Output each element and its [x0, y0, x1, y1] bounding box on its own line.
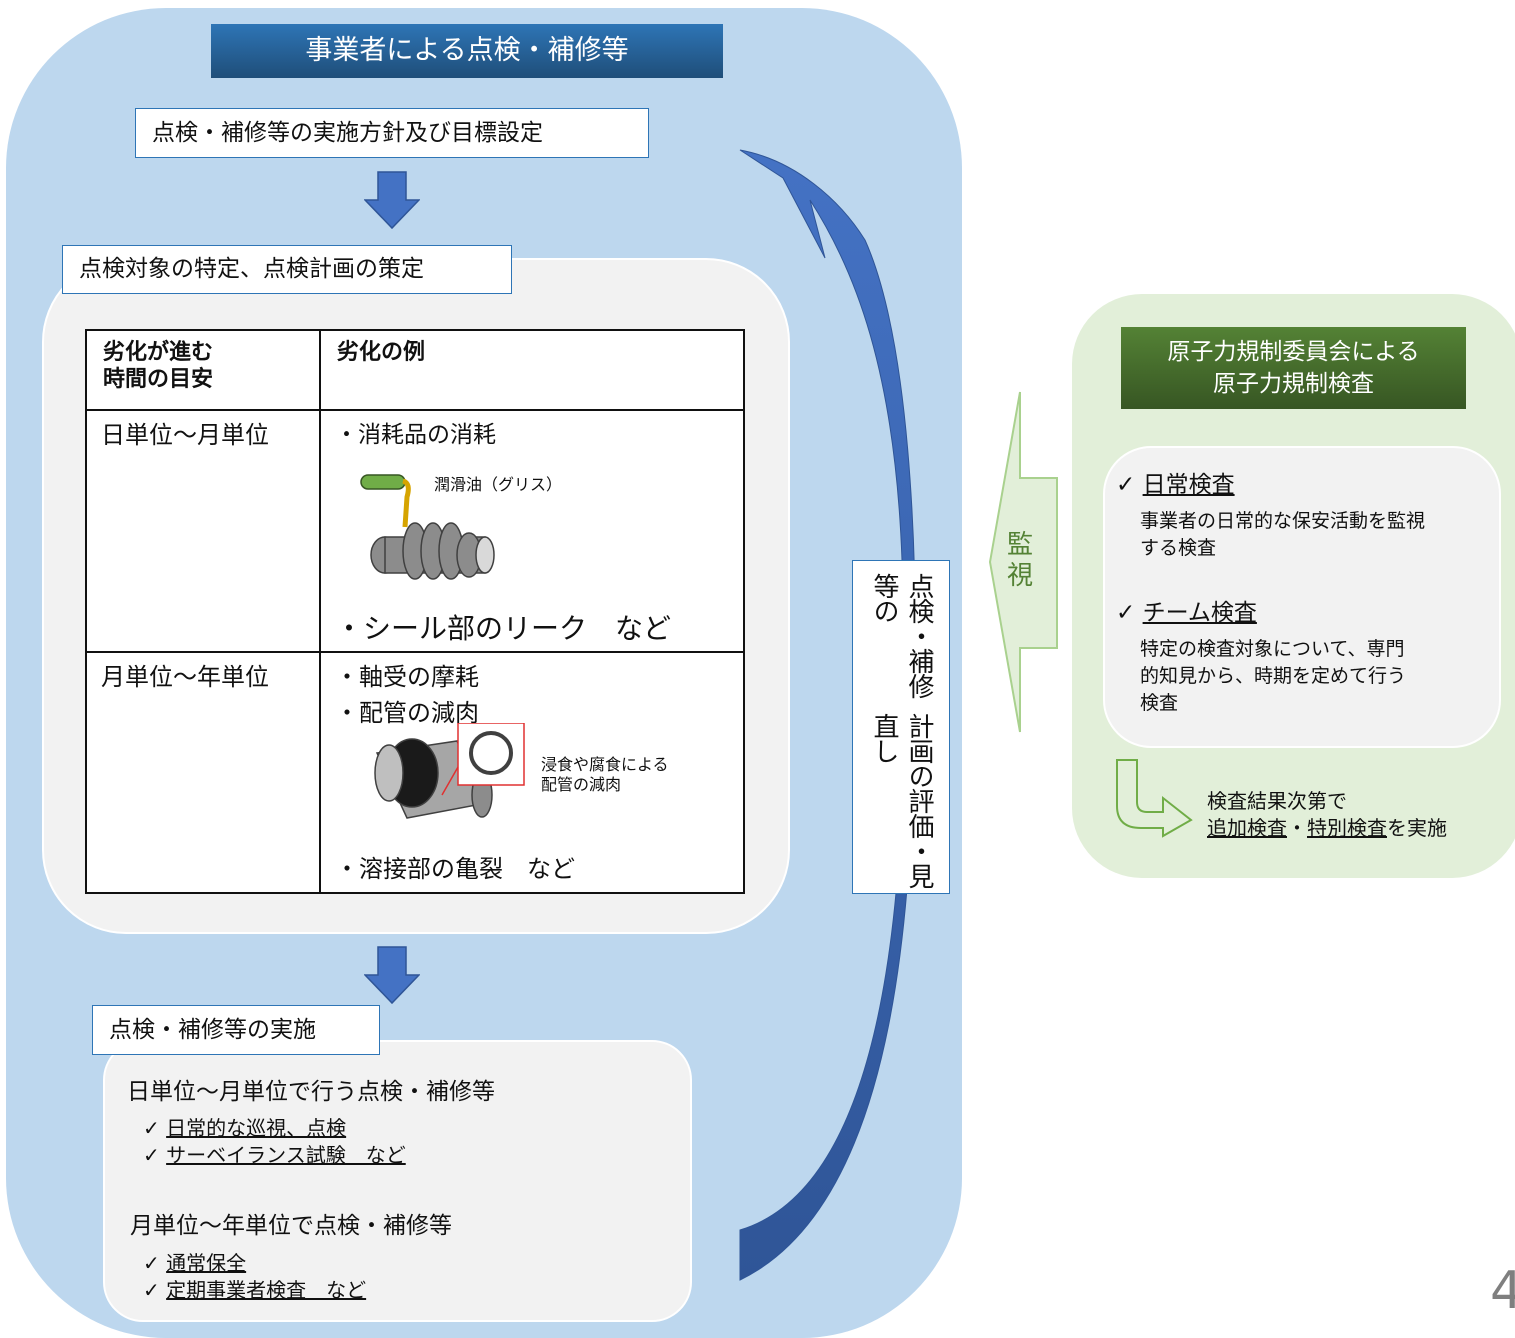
lubricant-label: 潤滑油（グリス） — [434, 475, 563, 494]
down-arrow-icon — [364, 171, 420, 230]
review-box: 点検・補修等の計画の評価・見直し — [852, 560, 950, 894]
list-item: ✓ サーベイランス試験 など — [143, 1143, 406, 1167]
inspection-item-team: ✓ チーム検査 特定の検査対象について、専門 的知見から、時期を定めて行う 検査 — [1116, 598, 1406, 717]
example-item: ・軸受の摩耗 — [335, 663, 479, 691]
example-item: ・配管の減肉 — [335, 699, 479, 727]
degradation-table: 劣化が進む 時間の目安 劣化の例 日単位〜月単位 ・消耗品の消耗 — [85, 329, 745, 894]
implementation-area — [103, 1040, 692, 1322]
table-row: 日単位〜月単位 ・消耗品の消耗 潤滑油（グリス） ・シール部のリーク など — [85, 409, 745, 653]
step-plan-label: 点検対象の特定、点検計画の策定 — [79, 256, 424, 282]
page-number: 4 — [1490, 1261, 1515, 1321]
step-plan-box: 点検対象の特定、点検計画の策定 — [62, 245, 512, 294]
pipe-thinning-icon — [374, 723, 525, 819]
inspection-result-note: 検査結果次第で 追加検査・特別検査を実施 — [1207, 789, 1447, 840]
monitor-arrow-icon — [988, 391, 1058, 733]
monitor-label: 監 視 — [1007, 530, 1034, 591]
timeframe-cell: 月単位〜年単位 — [101, 663, 269, 691]
daily-list: ✓ 日常的な巡視、点検 ✓ サーベイランス試験 など — [143, 1115, 406, 1169]
inspection-title: チーム検査 — [1142, 600, 1257, 626]
example-item: ・消耗品の消耗 — [335, 422, 496, 448]
list-item: ✓ 定期事業者検査 など — [143, 1278, 367, 1302]
inspection-title: 日常検査 — [1142, 472, 1235, 498]
turn-arrow-icon — [1116, 759, 1193, 838]
example-item: ・シール部のリーク など — [335, 612, 672, 645]
review-label: 点検・補修等の計画の評価・見直し — [869, 573, 934, 888]
inspection-list-area — [1103, 446, 1501, 748]
lubricant-gear-icon — [360, 474, 495, 580]
inspection-desc: 特定の検査対象について、専門 的知見から、時期を定めて行う 検査 — [1140, 638, 1407, 714]
table-row: 月単位〜年単位 ・軸受の摩耗 ・配管の減肉 浸食や腐食による 配管の減肉 ・溶接… — [85, 651, 745, 894]
monthly-list: ✓ 通常保全 ✓ 定期事業者検査 など — [143, 1250, 366, 1304]
list-item: ✓ 通常保全 — [143, 1251, 247, 1275]
table-header-examples: 劣化の例 — [337, 340, 426, 365]
step-implementation-label: 点検・補修等の実施 — [109, 1016, 316, 1043]
table-header-row: 劣化が進む 時間の目安 劣化の例 — [85, 329, 745, 411]
operator-title: 事業者による点検・補修等 — [211, 24, 723, 78]
step-policy-box: 点検・補修等の実施方針及び目標設定 — [135, 108, 649, 158]
monthly-heading: 月単位〜年単位で点検・補修等 — [130, 1213, 452, 1239]
example-item: ・溶接部の亀裂 など — [335, 855, 575, 883]
down-arrow-icon — [364, 946, 420, 1005]
table-header-timeframe: 劣化が進む 時間の目安 — [103, 340, 214, 392]
regulator-title: 原子力規制委員会による 原子力規制検査 — [1121, 327, 1466, 409]
inspection-item-daily: ✓ 日常検査 事業者の日常的な保安活動を監視 する検査 — [1116, 470, 1425, 562]
step-policy-label: 点検・補修等の実施方針及び目標設定 — [152, 119, 543, 146]
pipe-label: 浸食や腐食による 配管の減肉 — [541, 755, 669, 794]
inspection-desc: 事業者の日常的な保安活動を監視 する検査 — [1140, 510, 1426, 559]
list-item: ✓ 日常的な巡視、点検 — [143, 1116, 347, 1140]
timeframe-cell: 日単位〜月単位 — [101, 421, 269, 449]
step-implementation-box: 点検・補修等の実施 — [92, 1005, 380, 1055]
daily-heading: 日単位〜月単位で行う点検・補修等 — [127, 1079, 495, 1105]
